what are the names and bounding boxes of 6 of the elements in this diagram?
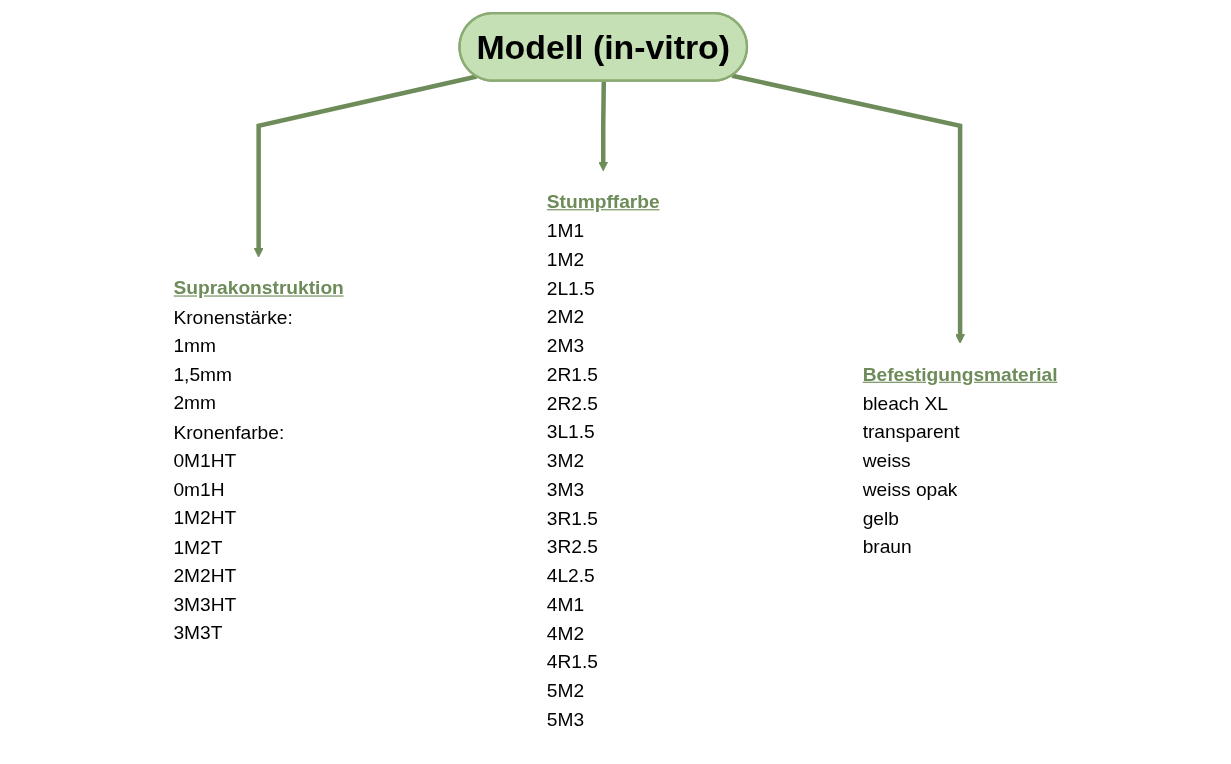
arrow (731, 73, 966, 344)
arrow (253, 74, 478, 258)
node-text: Befestigungsmaterial bleach XL transparent weiss weiss opak gelb braun (862, 363, 1058, 558)
node-text: Suprakonstruktion Kronenstärke: 1mm 1,5mm 2mm Kronenfarbe: 0M1HT 0m1H 1M2HT 1M2T 2M2HT 3M3HT 3M3T (173, 277, 344, 644)
node-text: Stumpffarbe 1M1 1M2 2L1.5 2M2 2M3 2R1.5 2R2.5 3L1.5 3M2 3M3 3R1.5 3R2.5 4L2.5 4M1 4M2 4R1.5 5M2 5M3 (546, 191, 660, 731)
arrow (598, 81, 609, 172)
